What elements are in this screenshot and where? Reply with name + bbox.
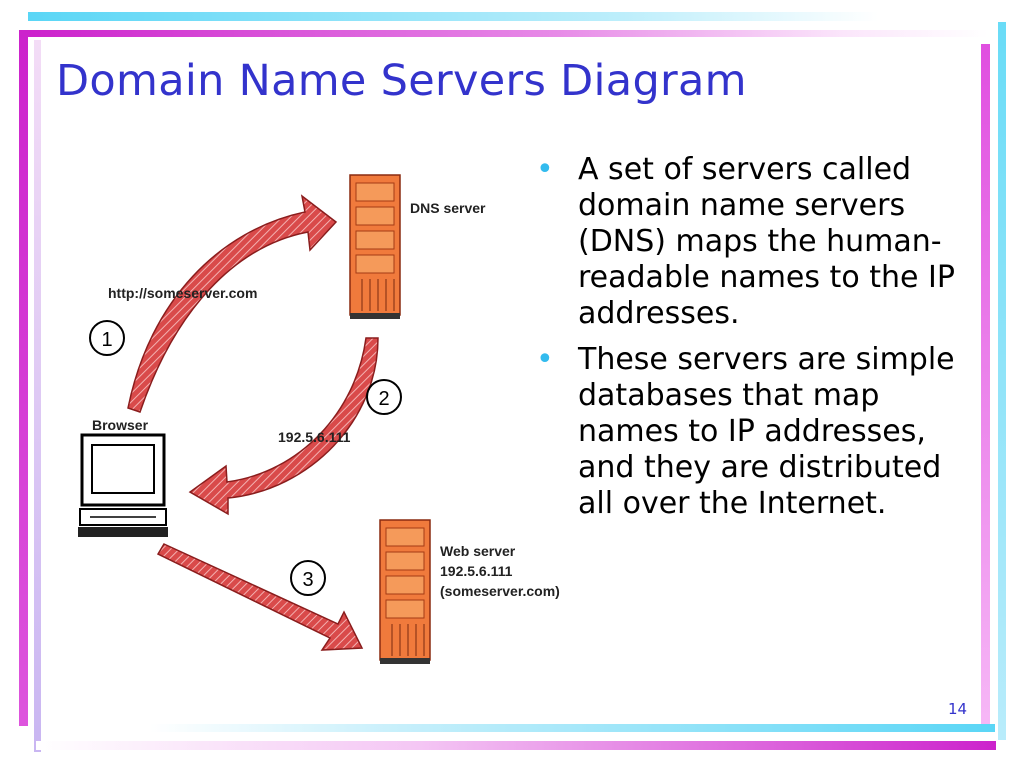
bullet-text: These servers are simple databases that …	[578, 342, 955, 521]
frame-top-cyan-bar	[28, 12, 878, 21]
web-server-label-line1: Web server	[440, 543, 516, 559]
step-3-badge: 3	[290, 560, 326, 596]
bullet-item: • These servers are simple databases tha…	[531, 342, 971, 522]
browser-label: Browser	[92, 417, 149, 433]
frame-left-magenta-bar	[19, 30, 28, 726]
browser-computer-icon	[78, 433, 168, 537]
frame-right-cyan-bar	[998, 22, 1006, 740]
ip-label: 192.5.6.111	[278, 429, 351, 445]
bullet-dot-icon: •	[536, 342, 554, 377]
url-label: http://someserver.com	[108, 285, 257, 301]
dns-server-label: DNS server	[410, 200, 486, 216]
web-server-label-line2: 192.5.6.111	[440, 563, 513, 579]
frame-left-lavender-bar	[34, 40, 41, 752]
svg-text:1: 1	[101, 329, 112, 351]
arrow-browser-to-webserver	[156, 543, 364, 651]
bullet-item: • A set of servers called domain name se…	[531, 152, 971, 332]
svg-text:2: 2	[378, 388, 389, 410]
svg-text:3: 3	[302, 569, 313, 591]
frame-bottom-magenta-bar	[36, 741, 996, 750]
bullet-text: A set of servers called domain name serv…	[578, 152, 955, 331]
arrow-dns-to-browser	[188, 337, 379, 516]
bullet-list: • A set of servers called domain name se…	[531, 152, 971, 532]
dns-diagram: 1 2 3 DNS server http://someserver.com 1…	[78, 174, 560, 665]
web-server-label-line3: (someserver.com)	[440, 583, 560, 599]
page-number: 14	[948, 700, 968, 718]
web-server-icon	[379, 519, 431, 665]
frame-bottom-cyan-bar	[150, 724, 995, 732]
frame-right-magenta-bar	[981, 44, 990, 730]
slide-title: Domain Name Servers Diagram	[56, 56, 747, 106]
step-2-badge: 2	[366, 379, 402, 415]
bullet-dot-icon: •	[536, 152, 554, 187]
dns-server-icon	[349, 174, 401, 320]
step-1-badge: 1	[89, 320, 125, 356]
frame-top-magenta-bar	[28, 30, 988, 37]
arrow-browser-to-dns	[127, 194, 338, 413]
